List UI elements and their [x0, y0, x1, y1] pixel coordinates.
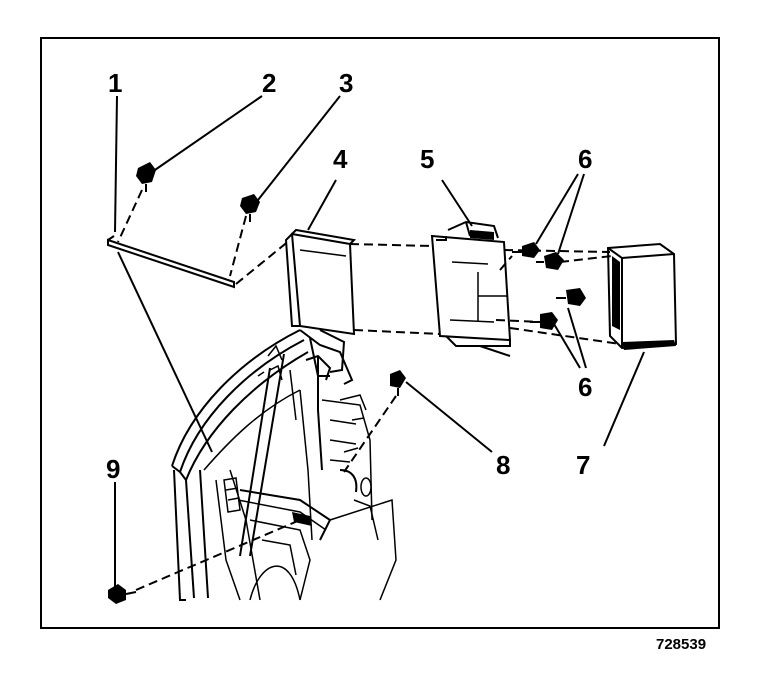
callout-7: 7: [576, 450, 590, 480]
callout-6-lower: 6: [578, 372, 592, 402]
part-9-fastener: [108, 584, 137, 604]
assembly-guide-lines: [117, 189, 621, 591]
callout-1: 1: [108, 68, 122, 98]
callout-6-upper: 6: [578, 144, 592, 174]
part-5-module-plate: [430, 220, 512, 357]
callout-2: 2: [262, 68, 276, 98]
part-1-bracket: [107, 235, 235, 289]
callout-3: 3: [339, 68, 353, 98]
callout-5: 5: [420, 144, 434, 174]
callout-labels: 1 2 3 4 5 6 6 7 8 9: [106, 68, 592, 484]
callout-9: 9: [106, 454, 120, 484]
callout-8: 8: [496, 450, 510, 480]
callout-4: 4: [333, 144, 348, 174]
part-3-bolt: [240, 194, 260, 222]
part-8-fastener: [390, 370, 406, 396]
part-2-bolt: [136, 162, 156, 192]
leader-lines: [114, 95, 645, 588]
part-7-module: [606, 242, 678, 350]
part-6-screws: [512, 242, 586, 330]
figure-frame: [40, 37, 720, 629]
part-4-bracket: [284, 228, 357, 377]
figure-id: 728539: [656, 636, 707, 653]
